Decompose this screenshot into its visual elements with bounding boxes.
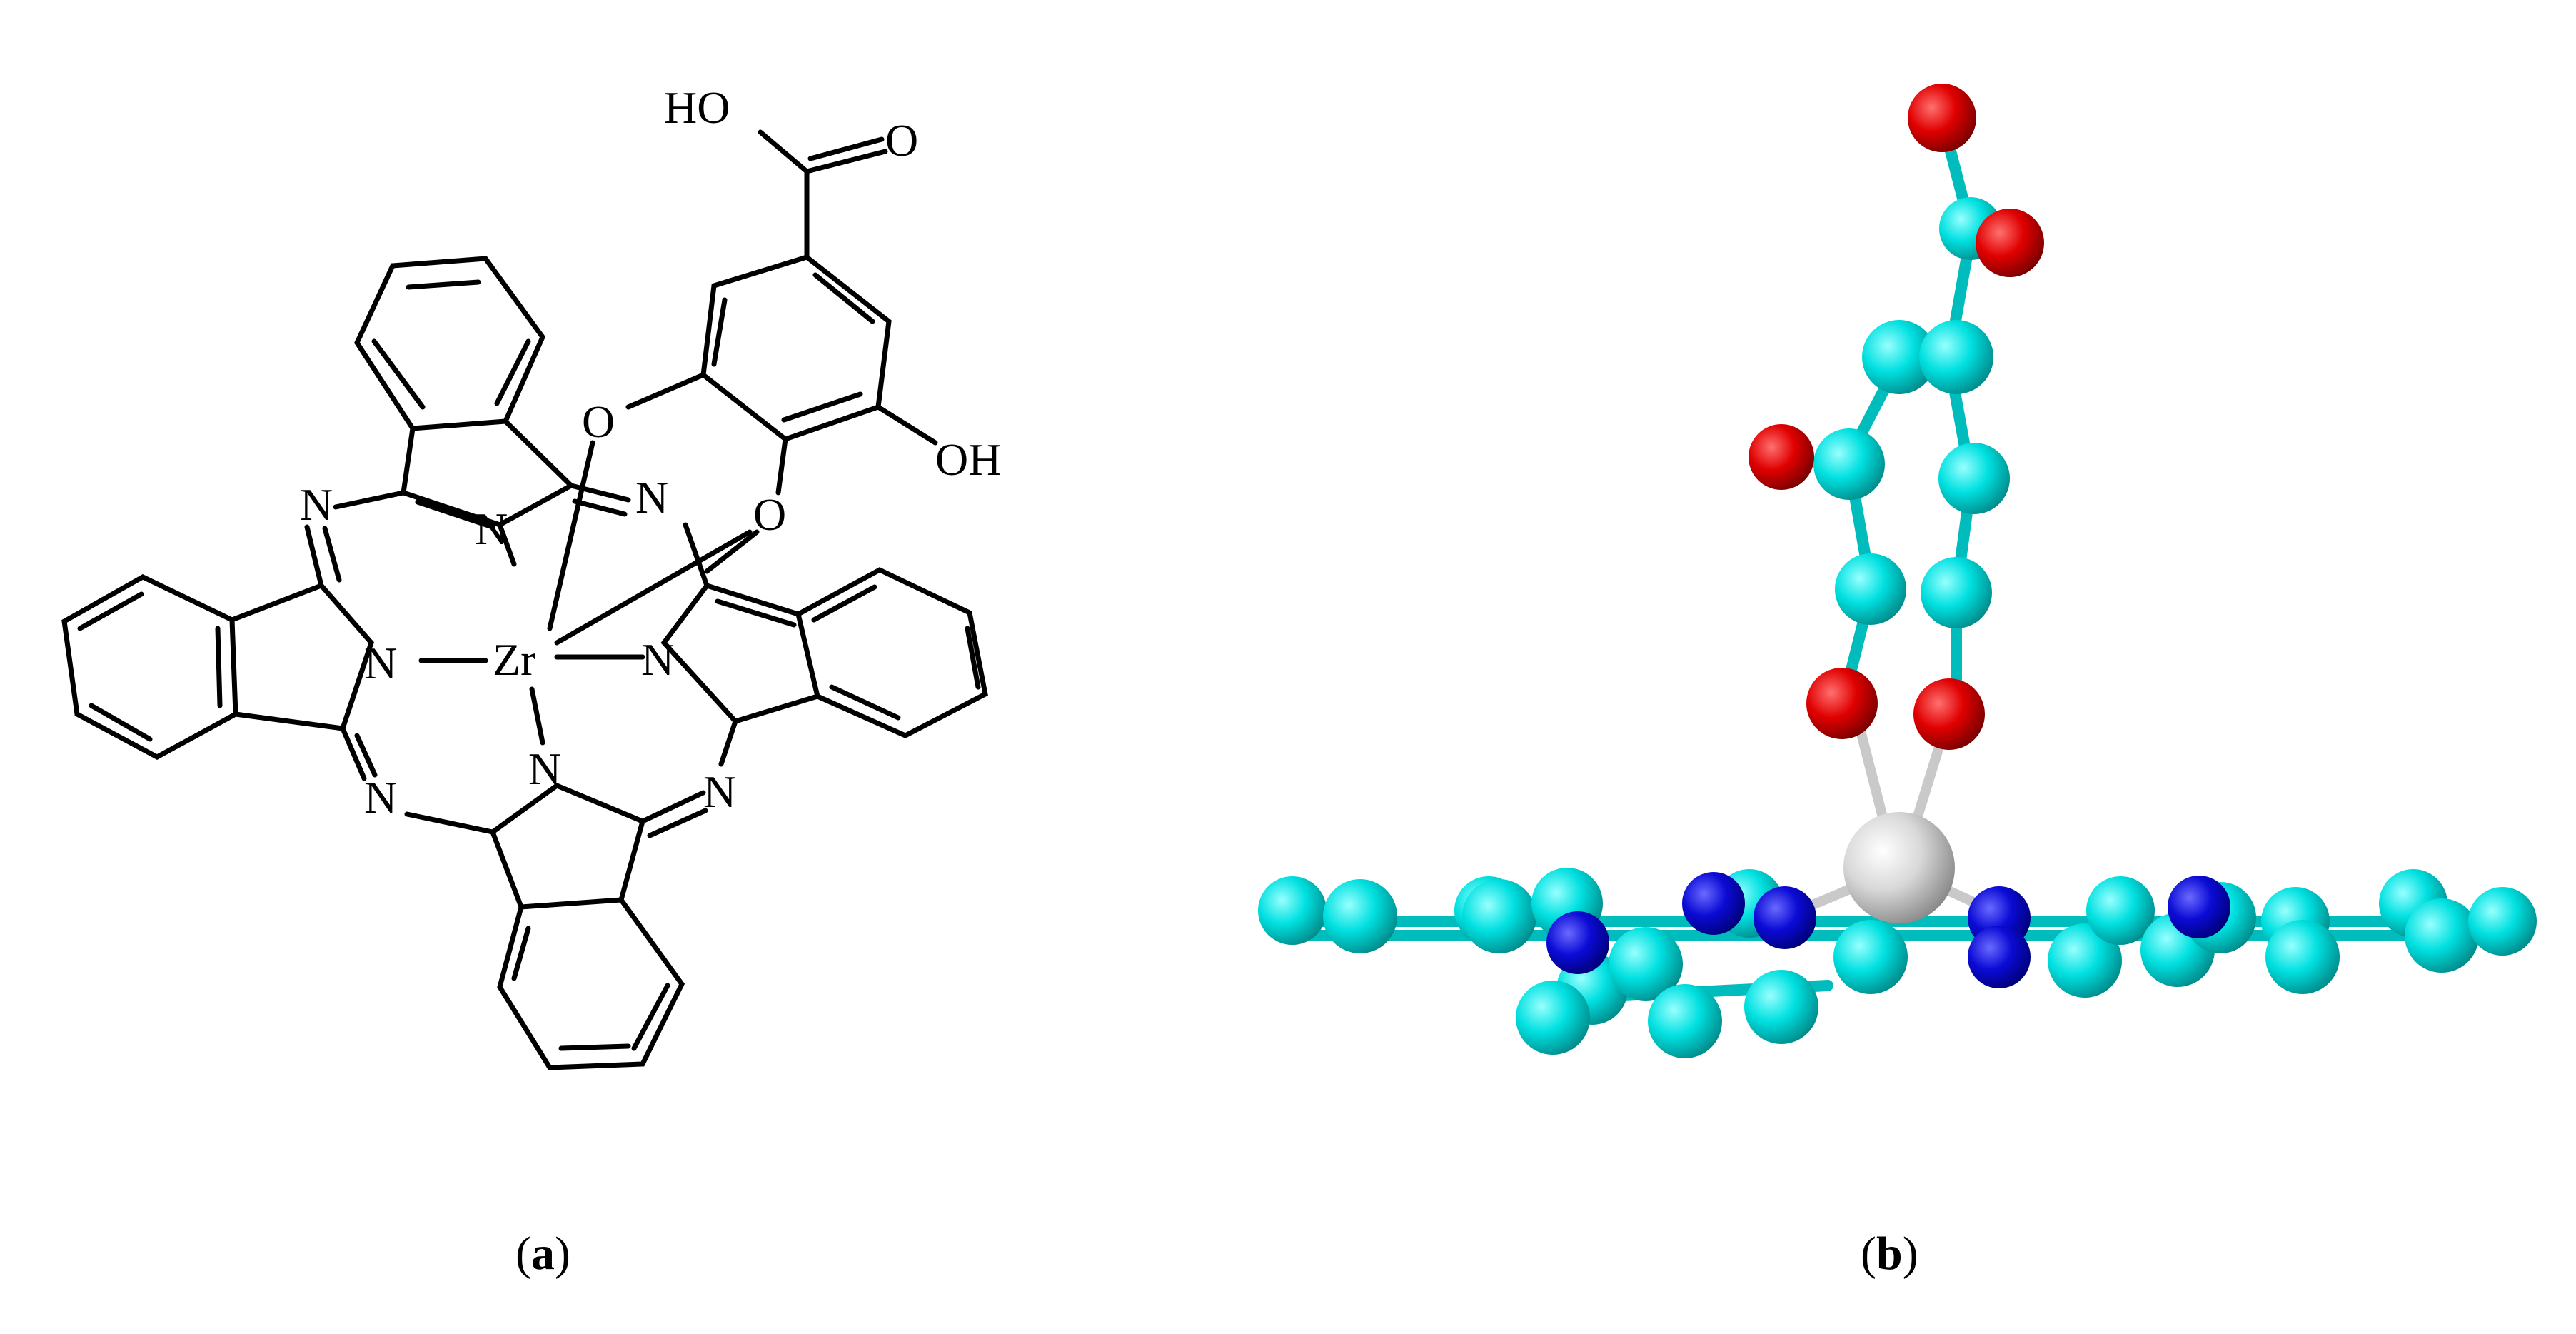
label-N-top: N: [475, 503, 508, 554]
atom-labels: HO O OH O O N N N N Zr N N N N: [300, 82, 1001, 823]
label-N-right: N: [641, 634, 674, 685]
gallate-ring: [700, 254, 892, 442]
label-N-top-right: N: [635, 472, 668, 523]
structural-formula: [61, 129, 988, 1070]
panel-letter-b: b: [1876, 1228, 1903, 1280]
panel-letter-a: a: [530, 1228, 555, 1280]
ball-and-stick-model: [1258, 84, 2537, 1058]
benzo-ring-left: [61, 574, 238, 760]
gallate-carbons: [1813, 197, 2010, 628]
label-N-top-left: N: [300, 479, 333, 530]
label-O-carbonyl: O: [885, 115, 918, 166]
benzo-ring-right: [795, 567, 988, 738]
label-zr: Zr: [493, 634, 535, 685]
zirconium-atom: [1843, 812, 1955, 923]
label-O-ether1: O: [582, 396, 615, 447]
label-HO: HO: [664, 82, 730, 133]
label-O-ether2: O: [753, 489, 786, 540]
label-N-bottom: N: [528, 743, 561, 794]
panel-label-a: (a): [515, 1228, 570, 1280]
nitrogen-atoms: [1546, 872, 2230, 988]
benzo-ring-bottom: [497, 897, 685, 1070]
panel-label-b: (b): [1861, 1228, 1918, 1280]
label-OH: OH: [935, 434, 1001, 485]
label-N-left: N: [364, 638, 397, 688]
label-N-bottom-left: N: [364, 772, 397, 823]
label-N-bottom-right: N: [703, 766, 736, 817]
oxygen-atoms: [1749, 84, 2044, 750]
